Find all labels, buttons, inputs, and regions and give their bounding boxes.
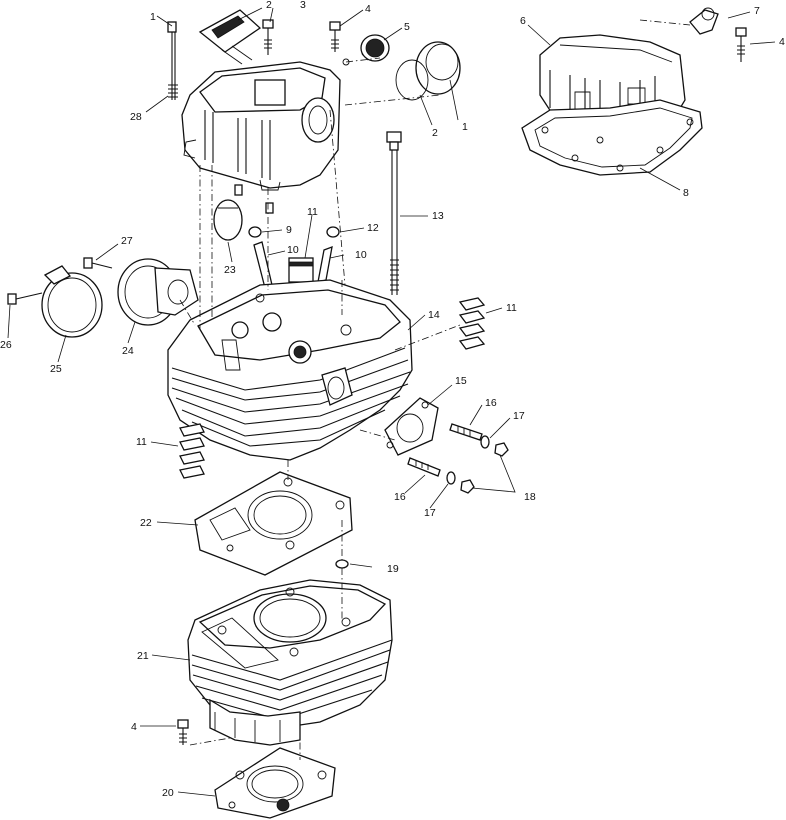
callout-14: 14 [428,309,440,321]
callout-3: 3 [300,0,306,11]
base-gasket-part-20 [214,747,336,819]
callout-23: 23 [224,264,236,276]
callout-6: 6 [520,15,526,27]
exhaust-gasket-part-15 [384,397,439,456]
callout-16: 16 [394,491,406,503]
callout-1: 1 [462,121,468,133]
nuts-part-18 [460,442,509,494]
callout-22: 22 [140,517,152,529]
callout-28: 28 [130,111,142,123]
shim-stack-part-11-right [458,297,486,350]
callout-11: 11 [136,436,147,448]
cap-part-5 [342,34,390,66]
dowels [234,184,274,214]
shim-block-part-11-center [288,257,314,283]
clamp-part-25 [41,265,103,338]
callout-2: 2 [266,0,272,11]
callout-4: 4 [779,36,785,48]
plug-part-23 [213,199,243,241]
round-cover-and-oring [395,41,461,101]
callout-4: 4 [365,3,371,15]
callout-25: 25 [50,363,62,375]
callout-26: 26 [0,339,12,351]
callout-15: 15 [455,375,467,387]
callout-2: 2 [432,127,438,139]
rocker-housing [181,61,341,191]
head-gasket-part-22 [194,471,353,576]
callout-8: 8 [683,187,689,199]
callout-1: 1 [150,11,156,23]
callout-27: 27 [121,235,133,247]
bolt-part-26 [7,292,43,305]
bolt-part-4-lower [177,719,189,745]
callout-12: 12 [367,222,379,234]
leader-lines [7,7,776,797]
callout-7: 7 [754,5,760,17]
callout-24: 24 [122,345,134,357]
callout-20: 20 [162,787,174,799]
callout-17: 17 [513,410,525,422]
callout-labels: 1 2 3 4 5 2 1 28 6 7 4 8 13 9 11 12 10 1… [0,0,785,799]
shim-stack-part-11-left [179,423,205,479]
cylinder-part-21 [187,579,393,746]
bolt-part-27 [83,257,113,269]
bolt-part-4-right [735,27,747,62]
stud-part-16-lower [407,457,441,477]
alignment-lines [179,19,691,760]
top-plate-part-2 [198,9,262,65]
callout-21: 21 [137,650,149,662]
callout-19: 19 [387,563,399,575]
bolt-part-3 [262,19,274,55]
long-stud-part-1 [167,21,178,100]
callout-11: 11 [506,302,517,314]
bolt-part-4-upper [329,21,341,52]
valve-caps-and-guides [248,226,340,289]
valve-cover-gasket-part-8 [521,99,703,176]
callout-16: 16 [485,397,497,409]
callout-5: 5 [404,21,410,33]
callout-9: 9 [286,224,292,236]
callout-17: 17 [424,507,436,519]
long-bolt-part-13 [386,131,402,295]
callout-4: 4 [131,721,137,733]
stud-part-16-upper [449,423,483,441]
fitting-part-7 [689,7,719,35]
cylinder-head-part-14 [167,279,413,461]
callout-11: 11 [307,206,318,218]
oring-part-19 [335,559,349,569]
callout-13: 13 [432,210,444,222]
callout-10: 10 [355,249,367,261]
callout-10: 10 [287,244,299,256]
washers-part-17 [446,435,490,485]
intake-boot-part-24 [117,258,199,326]
callout-18: 18 [524,491,536,503]
